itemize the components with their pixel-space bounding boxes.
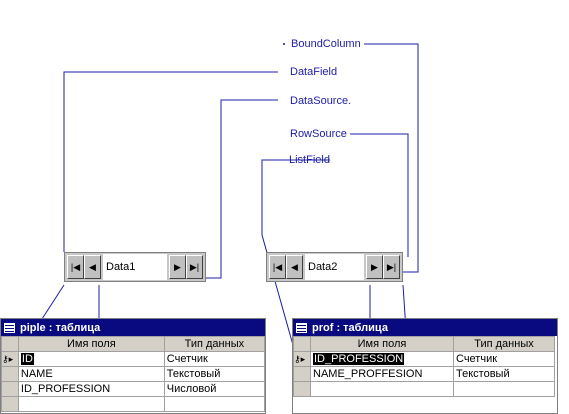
field-name-cell[interactable]: ID_PROFESSION (17, 381, 165, 397)
prof-table-window[interactable]: prof : таблица Имя поля Тип данных ⚷▸ ID… (292, 318, 558, 414)
primary-key-icon: ⚷▸ (2, 354, 14, 364)
last-record-button[interactable]: ▶| (383, 255, 400, 279)
table-icon (296, 322, 307, 333)
data-type-header: Тип данных (453, 336, 555, 352)
prof-field-grid: Имя поля Тип данных ⚷▸ ID_PROFESSION Сче… (293, 336, 555, 397)
table-row[interactable] (1, 396, 265, 412)
field-name-cell[interactable] (310, 381, 454, 397)
piple-title: piple : таблица (20, 321, 101, 334)
next-record-icon: ▶ (174, 261, 181, 272)
table-row[interactable]: ⚷▸ ID_PROFESSION Счетчик (293, 351, 555, 367)
table-row[interactable]: ⚷▸ ID Счетчик (1, 351, 265, 367)
key-row-selector[interactable]: ⚷▸ (1, 351, 19, 367)
table-icon (4, 322, 15, 333)
label-rowsource: RowSource (290, 128, 347, 140)
last-record-button[interactable]: ▶| (186, 255, 203, 279)
data2-caption: Data2 (305, 254, 364, 280)
data2-control[interactable]: |◀ ◀ Data2 ▶ ▶| (266, 252, 403, 282)
first-record-button[interactable]: |◀ (67, 255, 84, 279)
data-type-cell[interactable]: Текстовый (163, 366, 265, 382)
piple-field-grid: Имя поля Тип данных ⚷▸ ID Счетчик NAME Т… (1, 336, 265, 412)
data-type-cell[interactable]: Счетчик (163, 351, 265, 367)
first-record-icon: |◀ (272, 261, 283, 272)
row-selector[interactable] (293, 381, 311, 397)
field-name-cell[interactable]: ID (17, 351, 165, 367)
piple-title-bar[interactable]: piple : таблица (1, 319, 265, 336)
prev-record-icon: ◀ (291, 261, 298, 272)
table-row[interactable]: ID_PROFESSION Числовой (1, 381, 265, 397)
prof-title: prof : таблица (312, 321, 388, 334)
listfield-connector (261, 159, 330, 235)
bullet-dot (283, 43, 285, 45)
label-listfield: ListField (289, 154, 330, 166)
prev-record-button[interactable]: ◀ (84, 255, 101, 279)
datasource-connector (205, 99, 278, 279)
label-datafield: DataField (290, 66, 338, 78)
prev-record-button[interactable]: ◀ (286, 255, 303, 279)
boundcolumn-connector (364, 43, 419, 273)
last-record-icon: ▶| (189, 261, 200, 272)
next-record-button[interactable]: ▶ (366, 255, 383, 279)
row-selector[interactable] (1, 366, 19, 382)
table-row[interactable]: NAME_PROFFESION Текстовый (293, 366, 555, 382)
field-name-header: Имя поля (310, 336, 454, 352)
row-selector[interactable] (293, 366, 311, 382)
row-selector[interactable] (1, 396, 19, 412)
field-name-header: Имя поля (17, 336, 165, 352)
next-record-button[interactable]: ▶ (169, 255, 186, 279)
primary-key-icon: ⚷▸ (294, 354, 306, 364)
first-record-button[interactable]: |◀ (269, 255, 286, 279)
key-row-selector[interactable]: ⚷▸ (293, 351, 311, 367)
table-row[interactable]: NAME Текстовый (1, 366, 265, 382)
data-type-cell[interactable]: Числовой (163, 381, 265, 397)
data-type-cell[interactable]: Счетчик (453, 351, 555, 367)
rowsource-connector (350, 133, 409, 257)
label-boundcolumn: BoundColumn (291, 38, 361, 50)
label-datasource: DataSource. (290, 95, 352, 107)
datafield-connector (63, 71, 278, 252)
field-name-cell[interactable] (17, 396, 165, 412)
data-type-cell[interactable]: Текстовый (453, 366, 555, 382)
field-name-cell[interactable]: NAME_PROFFESION (310, 366, 454, 382)
data-type-header: Тип данных (163, 336, 265, 352)
data-type-cell[interactable] (163, 396, 265, 412)
data1-control[interactable]: |◀ ◀ Data1 ▶ ▶| (64, 252, 206, 282)
data-type-cell[interactable] (453, 381, 555, 397)
row-selector[interactable] (1, 381, 19, 397)
field-name-cell[interactable]: NAME (17, 366, 165, 382)
prev-record-icon: ◀ (89, 261, 96, 272)
last-record-icon: ▶| (386, 261, 397, 272)
table-row[interactable] (293, 381, 555, 397)
first-record-icon: |◀ (70, 261, 81, 272)
row-selector-header (1, 336, 19, 352)
data1-caption: Data1 (103, 254, 167, 280)
row-selector-header (293, 336, 311, 352)
piple-table-window[interactable]: piple : таблица Имя поля Тип данных ⚷▸ I… (0, 318, 266, 414)
prof-title-bar[interactable]: prof : таблица (293, 319, 557, 336)
field-name-cell[interactable]: ID_PROFESSION (310, 351, 454, 367)
next-record-icon: ▶ (371, 261, 378, 272)
